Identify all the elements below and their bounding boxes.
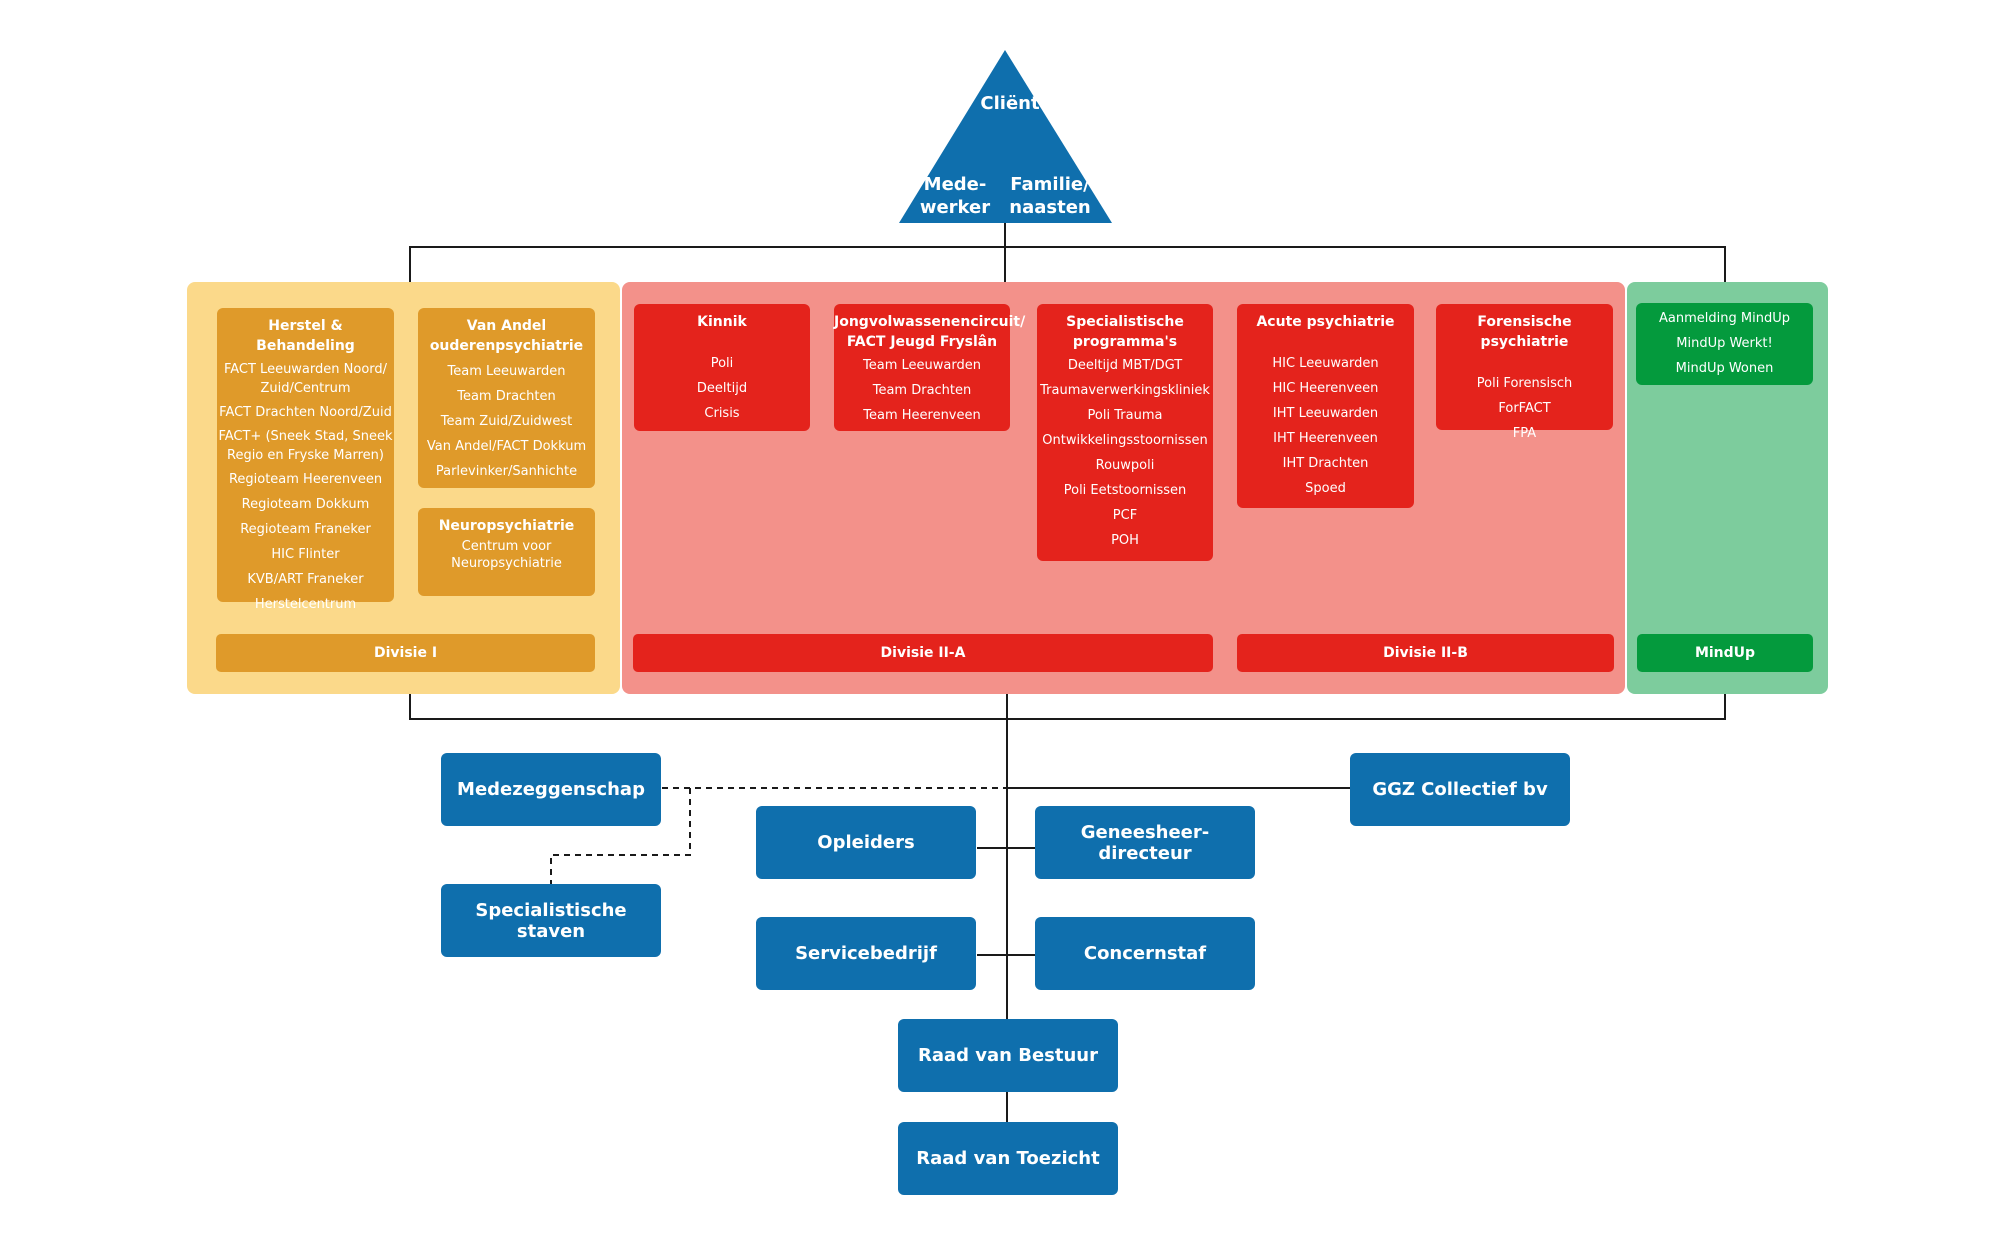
concernstaf-box: Concernstaf bbox=[1035, 917, 1255, 990]
list-item: Poli Forensisch bbox=[1476, 376, 1573, 391]
list-item: MindUp Werkt! bbox=[1676, 336, 1773, 351]
raad-van-bestuur-box: Raad van Bestuur bbox=[898, 1019, 1118, 1092]
list-item: Ontwikkelingsstoornissen bbox=[1042, 433, 1208, 448]
box-title: Specialistische programma's bbox=[1066, 314, 1184, 350]
list-item: Poli Eetstoornissen bbox=[1063, 483, 1187, 498]
herstel-behandeling-box: Herstel & Behandeling FACT Leeuwarden No… bbox=[217, 308, 394, 612]
servicebedrijf-box: Servicebedrijf bbox=[756, 917, 976, 990]
box-title: Van Andel ouderenpsychiatrie bbox=[429, 318, 584, 354]
forensische-psychiatrie-box: Forensische psychiatrie Poli Forensisch … bbox=[1436, 304, 1613, 441]
list-item: Deeltijd bbox=[696, 381, 748, 396]
kinnik-box: Kinnik Poli Deeltijd Crisis bbox=[634, 304, 810, 431]
division-1-label: Divisie I bbox=[216, 634, 595, 672]
neuropsychiatrie-box: Neuropsychiatrie Centrum voor Neuropsych… bbox=[418, 508, 595, 596]
list-item: Centrum voor Neuropsychiatrie bbox=[451, 539, 562, 571]
list-item: POH bbox=[1111, 533, 1139, 548]
employee-label: Mede- werker bbox=[919, 174, 991, 218]
list-item: HIC Leeuwarden bbox=[1272, 356, 1379, 371]
box-title: Forensische psychiatrie bbox=[1477, 314, 1572, 350]
list-item: IHT Leeuwarden bbox=[1272, 406, 1379, 421]
list-item: Herstelcentrum bbox=[254, 597, 357, 612]
division-2a-label: Divisie II-A bbox=[633, 634, 1213, 672]
list-item: PCF bbox=[1112, 508, 1138, 523]
list-item: Rouwpoli bbox=[1095, 458, 1155, 473]
list-item: HIC Heerenveen bbox=[1272, 381, 1379, 396]
list-item: Team Zuid/Zuidwest bbox=[440, 414, 573, 429]
list-item: Deeltijd MBT/DGT bbox=[1067, 358, 1183, 373]
medezeggenschap-box: Medezeggenschap bbox=[441, 753, 661, 826]
jongvolwassenen-box: Jongvolwassenencircuit/ FACT Jeugd Frysl… bbox=[834, 304, 1026, 431]
specialistische-programmas-box: Specialistische programma's Deeltijd MBT… bbox=[1037, 304, 1213, 561]
staven-dashed-link bbox=[550, 788, 691, 884]
list-item: Traumaverwerkingskliniek bbox=[1040, 383, 1210, 398]
list-item: KVB/ART Franeker bbox=[247, 572, 364, 587]
list-item: ForFACT bbox=[1498, 401, 1551, 416]
list-item: Team Heerenveen bbox=[863, 408, 981, 423]
list-item: Van Andel/FACT Dokkum bbox=[426, 439, 587, 454]
box-title: Neuropsychiatrie bbox=[438, 518, 575, 534]
opleiders-box: Opleiders bbox=[756, 806, 976, 879]
box-title: Kinnik bbox=[697, 314, 747, 330]
mindup-label: MindUp bbox=[1637, 634, 1813, 672]
list-item: Team Drachten bbox=[457, 389, 556, 404]
van-andel-box: Van Andel ouderenpsychiatrie Team Leeuwa… bbox=[418, 308, 595, 488]
list-item: Regioteam Franeker bbox=[240, 522, 371, 537]
geneesheer-directeur-box: Geneesheer-directeur bbox=[1035, 806, 1255, 879]
list-item: Team Leeuwarden bbox=[863, 358, 981, 373]
list-item: Aanmelding MindUp bbox=[1659, 311, 1790, 326]
list-item: IHT Heerenveen bbox=[1273, 431, 1378, 446]
client-triangle bbox=[899, 50, 1112, 223]
acute-psychiatrie-box: Acute psychiatrie HIC Leeuwarden HIC Hee… bbox=[1237, 304, 1414, 508]
list-item: FACT+ (Sneek Stad, Sneek Regio en Fryske… bbox=[218, 429, 393, 463]
division-2b-label: Divisie II-B bbox=[1237, 634, 1614, 672]
list-item: IHT Drachten bbox=[1282, 456, 1369, 471]
list-item: Parlevinker/Sanhichte bbox=[435, 464, 578, 479]
list-item: FACT Leeuwarden Noord/ Zuid/Centrum bbox=[223, 362, 388, 396]
list-item: Poli Trauma bbox=[1087, 408, 1163, 423]
list-item: Crisis bbox=[704, 406, 740, 421]
box-title: Herstel & Behandeling bbox=[256, 318, 355, 354]
client-label: Cliënt bbox=[980, 93, 1040, 114]
box-title: Jongvolwassenencircuit/ FACT Jeugd Frysl… bbox=[834, 314, 1026, 350]
list-item: HIC Flinter bbox=[271, 547, 340, 562]
specialistische-staven-box: Specialistische staven bbox=[441, 884, 661, 957]
box-title: Acute psychiatrie bbox=[1256, 314, 1395, 330]
list-item: FACT Drachten Noord/Zuid bbox=[219, 405, 392, 420]
list-item: Spoed bbox=[1305, 481, 1346, 496]
list-item: Team Drachten bbox=[872, 383, 972, 398]
list-item: FPA bbox=[1512, 426, 1537, 441]
list-item: MindUp Wonen bbox=[1675, 361, 1774, 376]
list-item: Regioteam Heerenveen bbox=[228, 472, 383, 487]
ggz-collectief-box: GGZ Collectief bv bbox=[1350, 753, 1570, 826]
list-item: Poli bbox=[710, 356, 734, 371]
bottom-bracket-line bbox=[409, 694, 1726, 720]
list-item: Regioteam Dokkum bbox=[241, 497, 370, 512]
family-label: Familie/ naasten bbox=[1009, 174, 1091, 218]
top-bracket-line bbox=[409, 246, 1726, 282]
mindup-box: Aanmelding MindUp MindUp Werkt! MindUp W… bbox=[1636, 303, 1813, 385]
list-item: Team Leeuwarden bbox=[447, 364, 566, 379]
raad-van-toezicht-box: Raad van Toezicht bbox=[898, 1122, 1118, 1195]
